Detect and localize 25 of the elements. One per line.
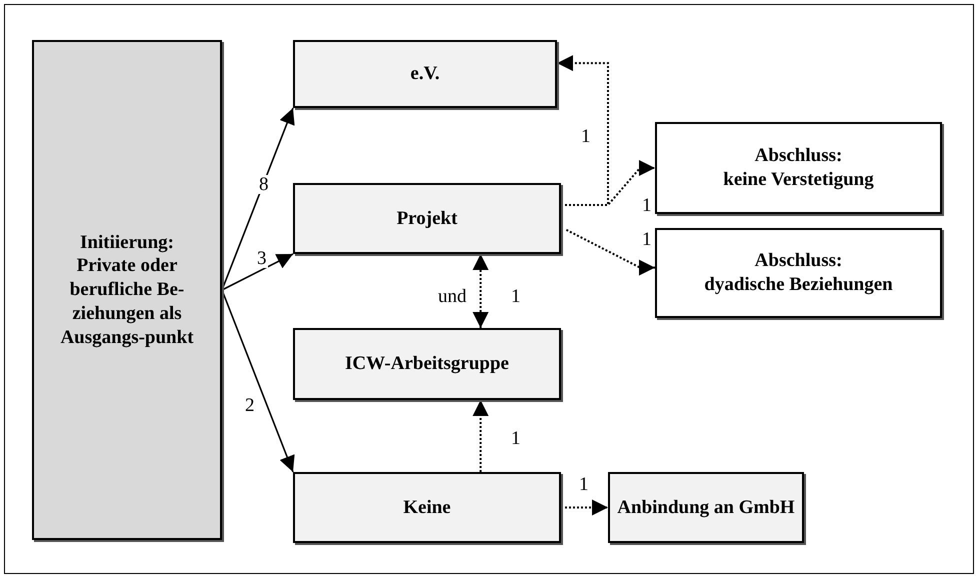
process-box <box>293 40 557 108</box>
box-text: dyadische Beziehungen <box>704 273 893 297</box>
edge-label: 8 <box>258 175 270 194</box>
box-text: Keine <box>403 496 451 520</box>
box-text: ICW-Arbeitsgruppe <box>345 352 509 376</box>
process-box <box>293 183 561 254</box>
process-box <box>293 328 561 400</box>
process-box <box>655 228 942 318</box>
box-text: Abschluss: <box>754 144 842 168</box>
process-box <box>655 122 942 214</box>
arrow <box>566 228 655 276</box>
edge-label: 3 <box>256 249 268 268</box>
arrow <box>222 253 294 291</box>
box-text: Abschluss: <box>754 249 842 273</box>
box-text: Anbindung an GmbH <box>617 496 795 520</box>
process-box <box>608 472 804 543</box>
box-text: Initiierung: Private oder berufliche Be-ziehungen als Ausgangs-punkt <box>59 230 195 350</box>
arrow <box>472 400 489 472</box>
arrow <box>472 254 489 328</box>
box-text: keine Verstetigung <box>723 168 874 192</box>
process-box <box>32 40 222 540</box>
box-text: e.V. <box>410 62 440 86</box>
process-box <box>293 472 561 543</box>
box-text: Projekt <box>396 206 458 230</box>
arrow <box>557 55 609 206</box>
